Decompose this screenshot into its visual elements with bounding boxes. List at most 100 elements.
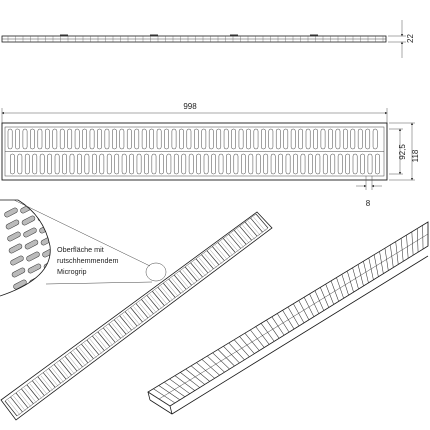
bar-upper <box>171 128 177 150</box>
iso-side-slat <box>217 349 235 367</box>
iso-slat-shade <box>187 265 201 281</box>
bar-upper <box>15 128 20 150</box>
iso-slat <box>97 331 111 347</box>
bar-lower <box>300 153 306 175</box>
iso-side-slat <box>276 313 290 333</box>
iso-slat-shade <box>73 351 86 367</box>
iso-side-slat <box>341 274 349 296</box>
bar-upper <box>112 128 117 150</box>
iso-side-slat <box>352 267 359 290</box>
iso-side-slat <box>266 319 280 339</box>
bar-upper <box>261 128 266 150</box>
length-dimension: 998 <box>1 102 388 124</box>
iso-slat <box>32 380 45 396</box>
iso-slat-shade <box>127 310 141 326</box>
bar-lower <box>248 153 254 175</box>
detail-bar <box>27 263 42 274</box>
bar-upper <box>313 128 318 150</box>
iso-slat <box>64 356 78 372</box>
bar-upper <box>82 128 87 150</box>
iso-side-slat <box>244 332 260 351</box>
bar-lower <box>69 153 75 175</box>
bar-lower <box>367 153 373 175</box>
iso-side-slat <box>190 365 210 382</box>
iso-slat <box>119 315 132 331</box>
bar-upper <box>208 128 214 150</box>
iso-slat-shade <box>84 342 97 358</box>
iso-slat <box>59 360 72 376</box>
isometric-view-top <box>0 211 273 421</box>
bar-upper <box>365 128 371 150</box>
iso-slat-shade <box>237 229 250 244</box>
bar-lower <box>114 153 120 175</box>
bar-upper <box>231 128 236 150</box>
iso-side-slat <box>228 342 245 361</box>
bar-lower <box>181 153 187 175</box>
inner-width-label: 92,5 <box>398 144 407 160</box>
iso-slat-shade <box>24 387 37 403</box>
bar-upper <box>149 128 155 150</box>
iso-side-slat <box>379 251 384 274</box>
iso-side-slat <box>239 336 255 354</box>
detail-bar <box>43 259 51 270</box>
bar-lower <box>330 153 336 175</box>
bar-lower <box>24 153 30 175</box>
bar-upper <box>119 128 125 150</box>
iso-side-slat <box>174 375 195 391</box>
iso-slat-shade <box>149 294 163 309</box>
bar-lower <box>32 153 38 175</box>
iso-slat <box>162 282 176 298</box>
detail-bar <box>24 239 39 250</box>
detail-note-line-3: Microgrip <box>57 267 87 276</box>
iso-slat <box>190 262 203 278</box>
bar-lower <box>166 153 172 175</box>
iso-side-slat <box>330 280 339 302</box>
top-view <box>1 122 388 181</box>
detail-bar <box>26 251 40 262</box>
bar-lower <box>263 153 269 175</box>
iso-side-slat <box>153 388 176 404</box>
iso-slat-shade <box>35 379 48 395</box>
iso-slat <box>206 250 220 266</box>
iso-side-slat <box>271 316 285 336</box>
bar-upper <box>22 128 28 150</box>
iso-slat-shade <box>13 395 26 412</box>
side-view: 22 <box>1 20 415 58</box>
iso-side-slat <box>390 244 394 268</box>
bar-upper <box>179 128 184 150</box>
bar-lower <box>270 153 276 175</box>
iso-slat <box>130 307 143 323</box>
detail-bar <box>10 255 24 266</box>
side-clip <box>310 34 318 37</box>
detail-bar <box>21 215 36 226</box>
bar-lower <box>322 153 328 175</box>
iso-side-slat <box>314 290 325 311</box>
bar-lower <box>47 153 52 175</box>
iso-slat <box>152 291 165 306</box>
bar-upper <box>320 128 326 150</box>
bar-lower <box>144 153 149 175</box>
bar-upper <box>343 128 348 150</box>
iso-slat-shade <box>51 367 64 383</box>
detail-bar <box>5 219 20 230</box>
iso-side-slat <box>207 355 225 373</box>
iso-slat <box>42 372 56 388</box>
iso-slat-shade <box>160 286 173 301</box>
iso-side-slat <box>373 254 379 277</box>
iso-slat-shade <box>215 245 228 260</box>
iso-side-slat <box>298 300 310 320</box>
iso-slat-shade <box>242 225 255 240</box>
iso-side-slat <box>411 231 414 256</box>
bar-lower <box>352 153 358 175</box>
iso-slat-shade <box>144 298 157 313</box>
iso-slat-shade <box>111 322 124 338</box>
detail-bar <box>4 207 18 218</box>
bar-lower <box>159 153 164 175</box>
iso-slat <box>124 311 138 327</box>
length-dimension-label: 998 <box>183 102 197 111</box>
iso-slat-shade <box>18 391 32 407</box>
iso-side-slat <box>147 391 171 407</box>
iso-slat-shade <box>46 371 59 387</box>
bar-upper <box>223 128 229 150</box>
iso-slat <box>102 327 116 343</box>
